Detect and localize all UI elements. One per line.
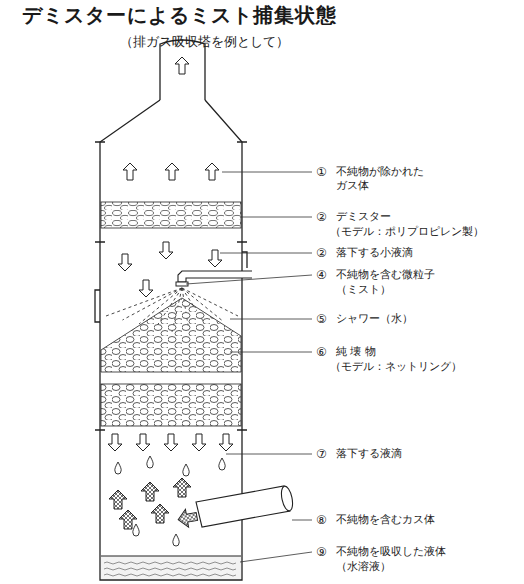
part-label: （モデル：ネットリング） bbox=[330, 360, 462, 374]
part-label: （水溶液） bbox=[336, 560, 391, 574]
part-label: 落下する液滴 bbox=[336, 447, 402, 461]
part-label: 落下する小液滴 bbox=[336, 246, 413, 260]
subtitle: （排ガス吸収塔を例として） bbox=[120, 34, 289, 51]
callout-number: ② bbox=[316, 246, 327, 262]
part-label: 不純物を含むカス体 bbox=[336, 513, 435, 527]
part-label: 不純物を吸収した液体 bbox=[336, 545, 446, 559]
callout-number: ⑥ bbox=[316, 345, 327, 361]
part-label: 不純物が除かれた ガス体 bbox=[336, 165, 446, 194]
part-label: （ミスト） bbox=[336, 283, 391, 297]
callout-number: ② bbox=[316, 210, 327, 226]
part-label: デミスター bbox=[336, 210, 391, 224]
callout-number: ⑨ bbox=[316, 545, 327, 561]
part-label: 不純物を含む微粒子 bbox=[336, 268, 435, 282]
callout-number: ⑧ bbox=[316, 513, 327, 529]
diagram-title: デミスターによるミスト捕集状態 bbox=[22, 2, 337, 29]
part-label: （モデル：ポリプロピレン製） bbox=[330, 225, 484, 239]
part-label: 純 壊 物 bbox=[336, 345, 376, 359]
callout-number: ⑤ bbox=[316, 312, 327, 328]
callout-number: ④ bbox=[316, 268, 327, 284]
part-label: シャワー（水） bbox=[336, 312, 413, 326]
callout-number: ① bbox=[316, 165, 327, 181]
callout-number: ⑦ bbox=[316, 447, 327, 463]
